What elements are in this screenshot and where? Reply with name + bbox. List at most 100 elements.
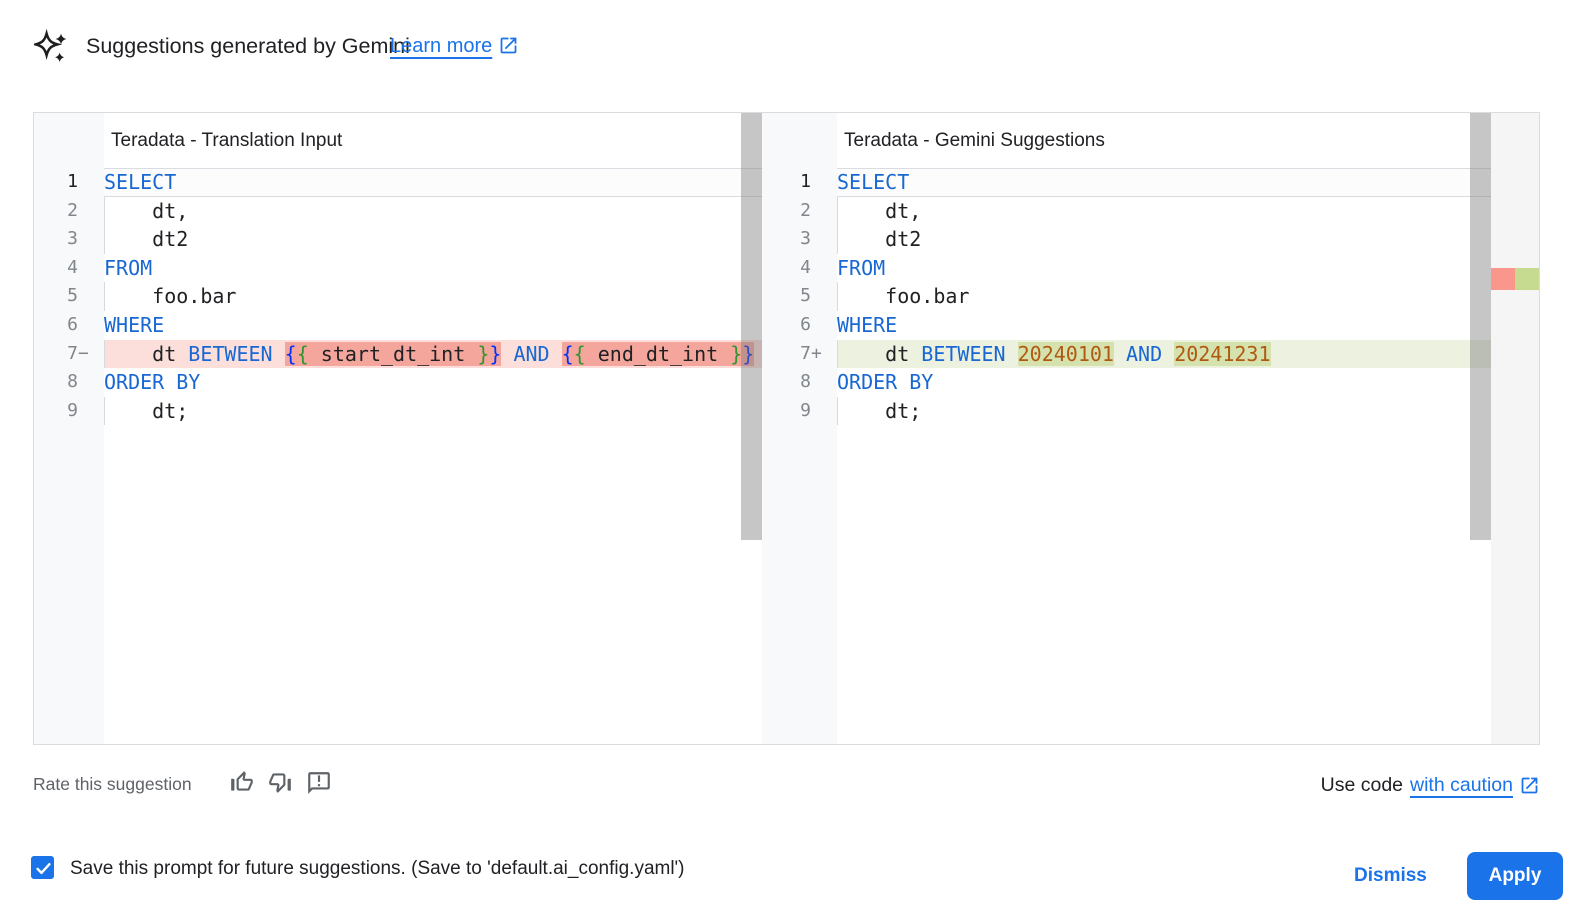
open-in-new-icon [500,37,517,54]
code-text[interactable]: WHERE [837,312,898,337]
line-number: 4 [34,254,104,283]
panel-header: Suggestions generated by Gemini Learn mo… [0,0,1574,80]
line-number: 7− [34,340,104,369]
line-number: 9 [34,397,104,426]
diff-sign [78,282,94,311]
line-number: 8 [34,368,104,397]
with-caution-link[interactable]: with caution [1410,774,1540,797]
code-line: 2 dt, [762,196,1491,226]
line-number: 2 [762,197,837,226]
code-text[interactable]: FROM [837,255,886,280]
line-number: 1 [762,168,837,197]
checkbox-check-icon [36,862,51,875]
learn-more-link[interactable]: Learn more [390,35,519,58]
diff-marker-added [1515,268,1539,290]
code-line: 2 dt, [34,196,762,226]
code-text[interactable]: WHERE [104,312,165,337]
code-text[interactable]: dt, [837,196,1491,226]
scrollbar[interactable] [741,113,762,540]
diff-sign [811,368,827,397]
diff-sign: + [811,342,822,364]
line-number: 6 [762,311,837,340]
code-line: 3 dt2 [34,225,762,254]
code-text[interactable]: dt, [104,196,762,226]
code-text[interactable]: SELECT [837,168,1491,197]
diff-sign [78,368,94,397]
code-line: 9 dt; [762,396,1491,426]
learn-more-label: Learn more [390,35,493,57]
line-number: 6 [34,311,104,340]
line-number: 5 [762,282,837,311]
diff-sign [811,282,827,311]
editor-header: Teradata - Translation Input [104,113,762,168]
line-number-gutter [34,113,104,744]
line-number: 1 [34,168,104,197]
line-number: 8 [762,368,837,397]
diff-sign [811,311,827,340]
diff-sign [78,168,94,197]
line-number: 9 [762,397,837,426]
code-text[interactable]: foo.bar [104,282,762,311]
thumb-down-icon [269,773,291,793]
save-prompt-checkbox[interactable] [31,856,54,879]
code-text[interactable]: dt2 [104,225,762,254]
code-line: 7− dt BETWEEN {{ start_dt_int }} AND {{ … [34,339,762,369]
save-prompt-label: Save this prompt for future suggestions.… [70,858,685,879]
diff-sign [78,197,94,226]
code-text[interactable]: dt; [837,396,1491,426]
page-title: Suggestions generated by Gemini [86,34,410,58]
code-line: 5 foo.bar [762,282,1491,311]
diff-marker-removed [1491,268,1515,290]
code-text[interactable]: dt; [104,396,762,426]
code-text[interactable]: SELECT [104,168,762,197]
open-in-new-icon [1521,777,1538,794]
thumb-up-button[interactable] [228,769,256,797]
editor-header: Teradata - Gemini Suggestions [837,113,1491,168]
with-caution-label: with caution [1410,774,1513,796]
diff-sign [811,397,827,426]
feedback-button[interactable] [305,770,333,798]
use-code-note: Use code with caution [1321,774,1540,797]
code-text[interactable]: foo.bar [837,282,1491,311]
code-text[interactable]: ORDER BY [104,370,201,395]
thumb-down-button[interactable] [266,769,294,797]
code-text[interactable]: ORDER BY [837,370,934,395]
diff-overview-ruler[interactable] [1491,113,1539,744]
diff-sign [78,397,94,426]
code-text[interactable]: FROM [104,255,153,280]
code-text[interactable]: dt2 [837,225,1491,254]
line-number: 5 [34,282,104,311]
code-text[interactable]: dt BETWEEN {{ start_dt_int }} AND {{ end… [104,339,762,369]
editor-title: Teradata - Gemini Suggestions [844,130,1105,151]
diff-sign: − [78,342,89,364]
diff-sign [78,311,94,340]
diff-sign [811,168,827,197]
code-line: 7+ dt BETWEEN 20240101 AND 20241231 [762,339,1491,369]
use-code-prefix: Use code [1320,774,1404,796]
line-number-gutter [762,113,837,744]
diff-sign [811,254,827,283]
dismiss-button[interactable]: Dismiss [1340,856,1441,896]
scrollbar[interactable] [1470,113,1491,540]
apply-button[interactable]: Apply [1467,852,1563,900]
diff-sign [811,197,827,226]
diff-sign [78,254,94,283]
line-number: 4 [762,254,837,283]
code-text[interactable]: dt BETWEEN 20240101 AND 20241231 [837,339,1491,369]
line-number: 7+ [762,340,837,369]
feedback-icon [308,772,330,794]
code-line: 3 dt2 [762,225,1491,254]
editor-title: Teradata - Translation Input [111,130,343,151]
code-line: 5 foo.bar [34,282,762,311]
